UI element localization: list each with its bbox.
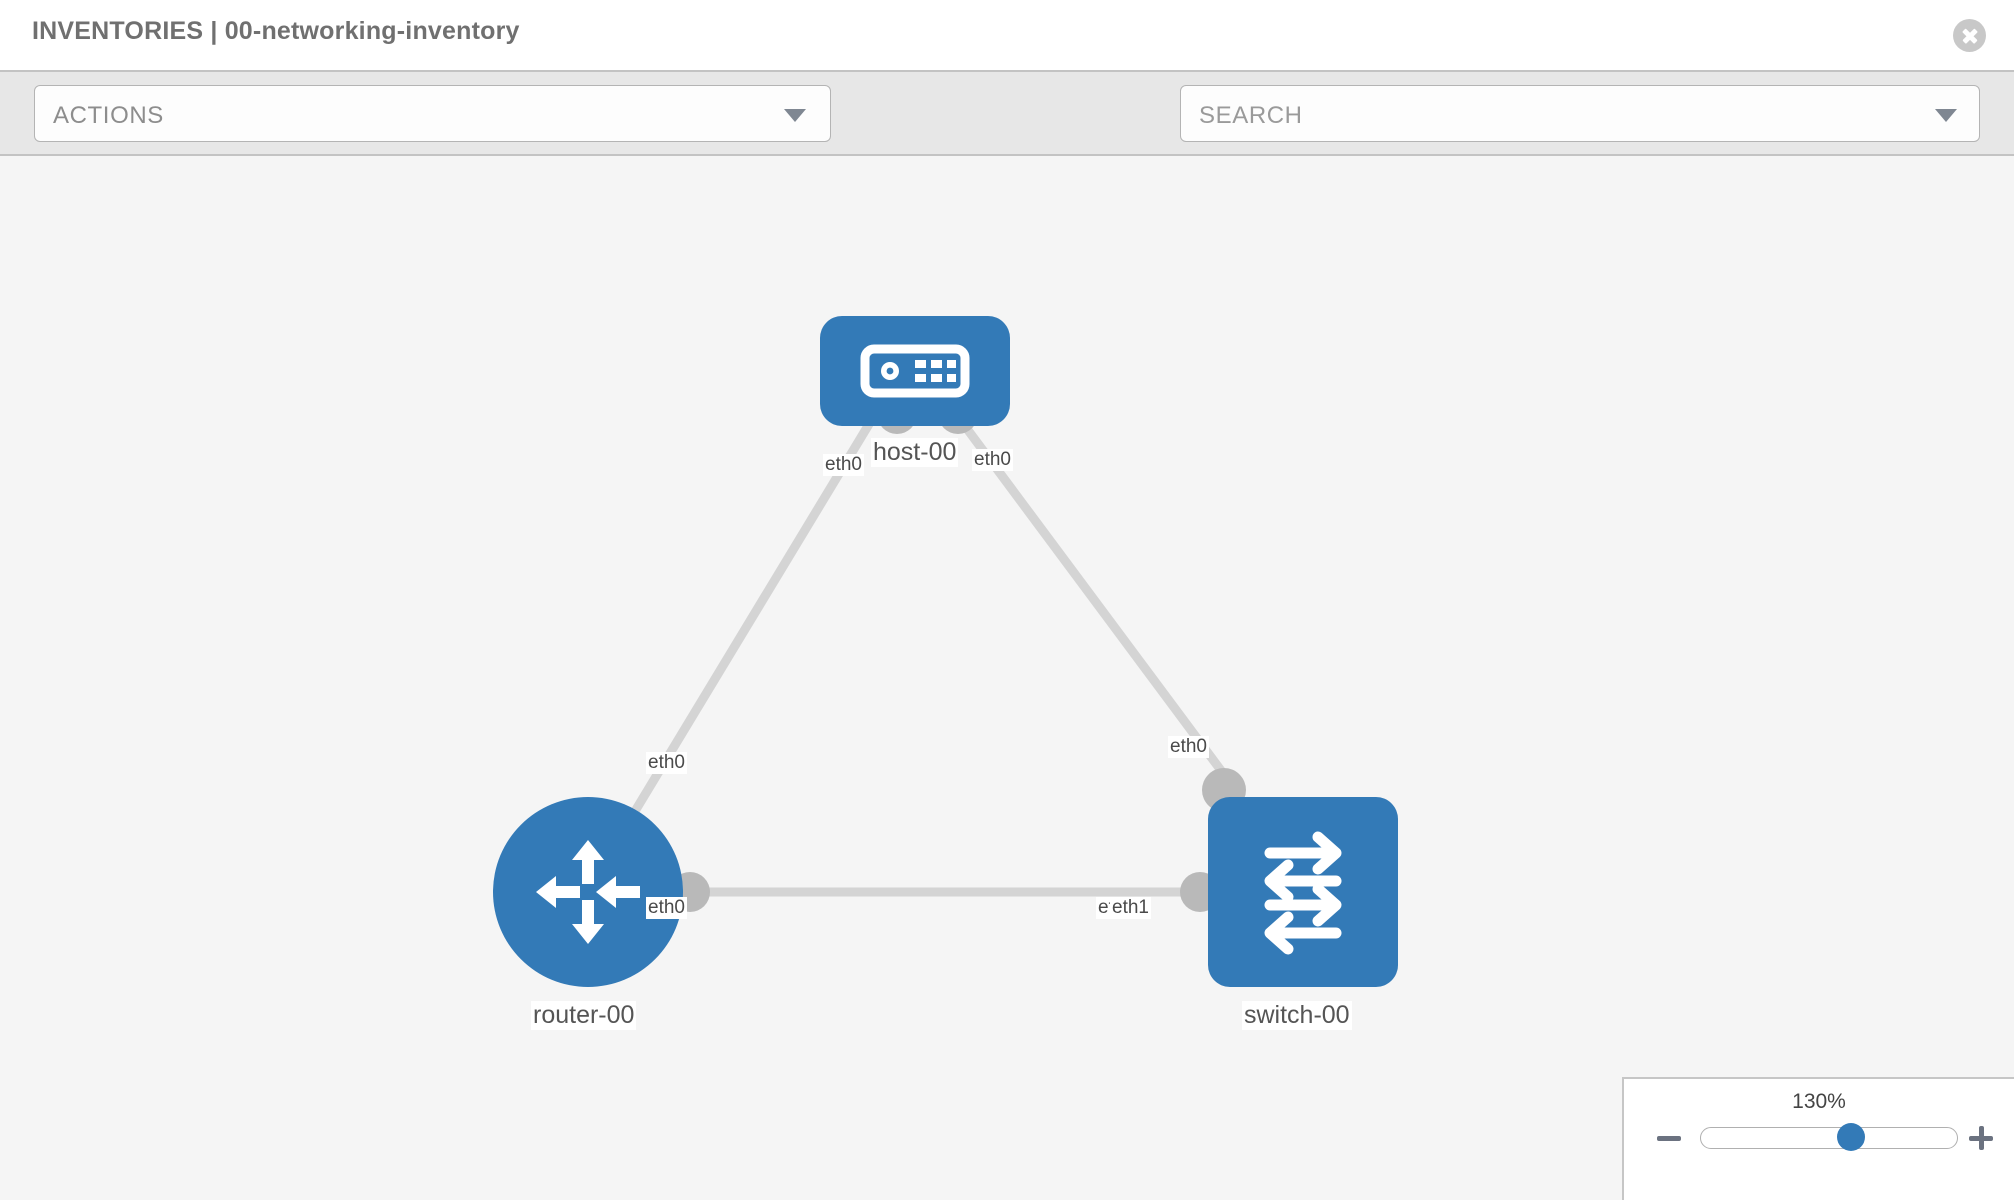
switch-arrows-icon: [1264, 831, 1342, 955]
zoom-out-button[interactable]: [1654, 1123, 1684, 1153]
zoom-in-button[interactable]: [1966, 1123, 1996, 1153]
page-header: INVENTORIES | 00-networking-inventory: [0, 0, 2014, 70]
plus-icon-vertical: [1978, 1126, 1984, 1150]
edge-label-router-up: eth0: [646, 752, 687, 774]
actions-dropdown[interactable]: ACTIONS: [34, 85, 831, 142]
chevron-down-icon[interactable]: [1935, 109, 1957, 122]
edge-label-switch-left: eth1: [1110, 897, 1151, 919]
edge-label-host-right: eth0: [972, 449, 1013, 471]
router-arrows-icon: [536, 840, 640, 944]
edge-label-host-left: eth0: [823, 454, 864, 476]
edge-label-switch-up: eth0: [1168, 736, 1209, 758]
chevron-down-icon: [784, 109, 806, 122]
zoom-slider-thumb[interactable]: [1836, 1123, 1865, 1151]
node-host-00[interactable]: [820, 316, 1010, 426]
edge-label-router-right: eth0: [646, 897, 687, 919]
minus-icon: [1657, 1135, 1681, 1141]
topology-canvas[interactable]: host-00 eth0 eth0 router-00 eth0 e: [0, 156, 2014, 1200]
node-label-host-00: host-00: [871, 438, 959, 467]
node-label-switch-00: switch-00: [1242, 1001, 1352, 1030]
zoom-slider[interactable]: [1700, 1123, 1958, 1151]
page-title: INVENTORIES | 00-networking-inventory: [32, 17, 520, 45]
close-icon[interactable]: [1953, 19, 1986, 52]
node-switch-00[interactable]: [1208, 797, 1398, 987]
edge-host-switch[interactable]: [946, 403, 1244, 799]
server-icon: [860, 344, 970, 398]
node-router-00[interactable]: [493, 797, 683, 987]
topology-edges: [616, 403, 1250, 897]
zoom-level-label: 130%: [1792, 1090, 1846, 1113]
node-label-router-00: router-00: [531, 1001, 637, 1030]
search-input[interactable]: SEARCH: [1180, 85, 1980, 142]
search-placeholder: SEARCH: [1199, 102, 1303, 129]
actions-dropdown-label: ACTIONS: [53, 102, 164, 129]
toolbar: ACTIONS SEARCH: [0, 70, 2014, 202]
zoom-control-panel: 130%: [1622, 1077, 2014, 1200]
